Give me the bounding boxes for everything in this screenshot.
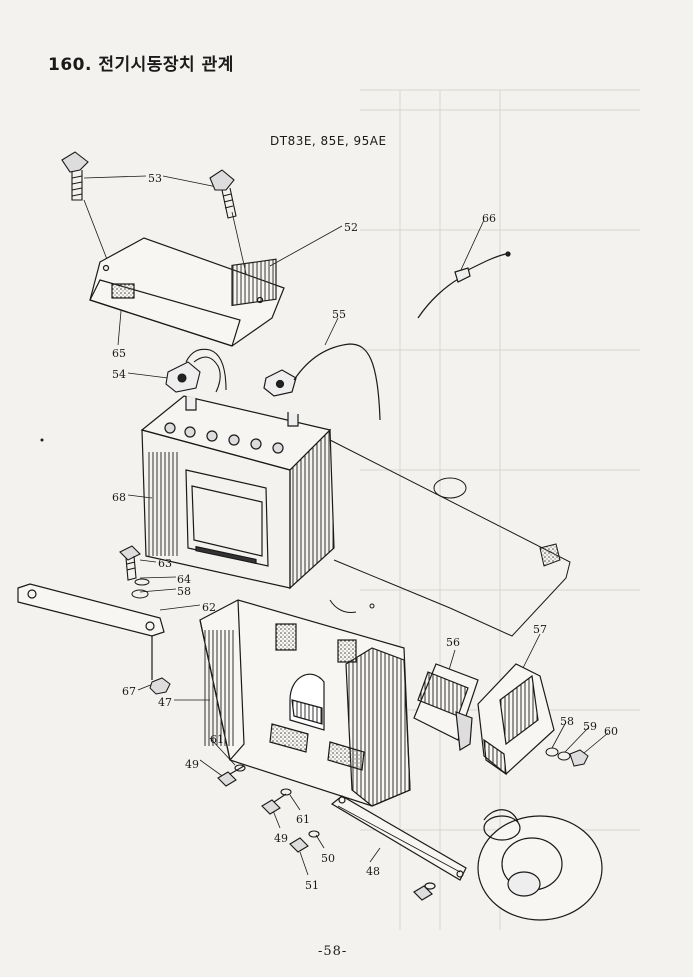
washer-58b (545, 747, 559, 757)
strap-48 (330, 795, 467, 901)
part-callout-53: 53 (148, 172, 162, 185)
part-callout-54: 54 (112, 368, 126, 381)
regulator-56 (413, 663, 479, 751)
part-callout-55: 55 (332, 308, 346, 321)
bolt-63 (119, 545, 141, 581)
nut-67 (149, 677, 171, 695)
part-callout-48: 48 (366, 865, 380, 878)
washer-59 (557, 751, 571, 761)
part-callout-60: 60 (604, 725, 618, 738)
nut-60 (569, 749, 589, 767)
part-callout-62: 62 (202, 601, 216, 614)
part-callout-68: 68 (112, 491, 126, 504)
part-callout-58: 58 (560, 715, 574, 728)
battery-tray-47 (199, 599, 411, 807)
starter-pulley (477, 809, 603, 921)
part-callout-61: 61 (210, 733, 224, 746)
bolt-49a (217, 764, 246, 787)
part-callout-67: 67 (122, 685, 136, 698)
battery-cover-52 (89, 237, 285, 347)
bolt-53-right (209, 169, 237, 219)
page-title: 160. 전기시동장치 관계 (48, 55, 234, 75)
page-number: -58- (318, 944, 348, 959)
part-callout-49: 49 (185, 758, 199, 771)
part-callout-49: 49 (274, 832, 288, 845)
part-callout-61: 61 (296, 813, 310, 826)
washer-58a (131, 589, 149, 599)
part-callout-63: 63 (158, 557, 172, 570)
bolt-53-left (61, 151, 89, 201)
cable-55 (263, 343, 381, 421)
part-callout-50: 50 (321, 852, 335, 865)
relay-57 (477, 663, 555, 776)
part-callout-65: 65 (112, 347, 126, 360)
wire-66 (417, 251, 511, 319)
part-callout-52: 52 (344, 221, 358, 234)
part-callout-57: 57 (533, 623, 547, 636)
ghost-table (360, 89, 640, 930)
bolt-49b (261, 788, 292, 815)
part-callout-47: 47 (158, 696, 172, 709)
terminal-54 (165, 348, 227, 393)
battery-68 (140, 395, 335, 590)
part-callout-64: 64 (177, 573, 191, 586)
washer-64 (134, 578, 150, 586)
part-callout-59: 59 (583, 720, 597, 733)
mounting-plate (329, 439, 571, 637)
part-callout-51: 51 (305, 879, 319, 892)
part-callout-66: 66 (482, 212, 496, 225)
model-label: DT83E, 85E, 95AE (270, 134, 387, 148)
part-callout-56: 56 (446, 636, 460, 649)
strap-62 (17, 583, 165, 680)
bolt-51 (289, 830, 320, 853)
part-callout-58: 58 (177, 585, 191, 598)
